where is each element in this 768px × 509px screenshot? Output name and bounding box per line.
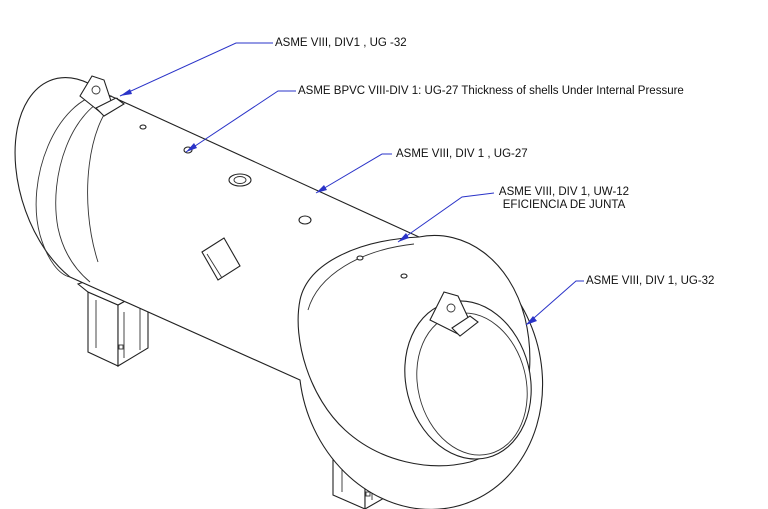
callout-ug32-left-head: ASME VIII, DIV1 , UG -32 [275,37,407,49]
lifting-lug-right [429,291,479,337]
callout-ug27-shell: ASME VIII, DIV 1 , UG-27 [396,148,528,160]
shell-nozzle-small [139,124,408,279]
callout-uw12-line2: EFICIENCIA DE JUNTA [502,199,626,211]
callout-uw12-joint-efficiency: ASME VIII, DIV 1, UW-12 EFICIENCIA DE JU… [494,186,634,212]
callout-ug27-shell-thickness: ASME BPVC VIII-DIV 1: UG-27 Thickness of… [298,85,684,97]
vessel-head-right [297,235,532,467]
callout-ug32-right-head: ASME VIII, DIV 1, UG-32 [586,275,715,287]
callout-uw12-line1: ASME VIII, DIV 1, UW-12 [498,186,630,198]
nameplate [201,237,241,281]
shell-nozzle-large [228,173,252,187]
leader-lines [119,42,584,326]
lifting-lug-left [79,75,125,117]
